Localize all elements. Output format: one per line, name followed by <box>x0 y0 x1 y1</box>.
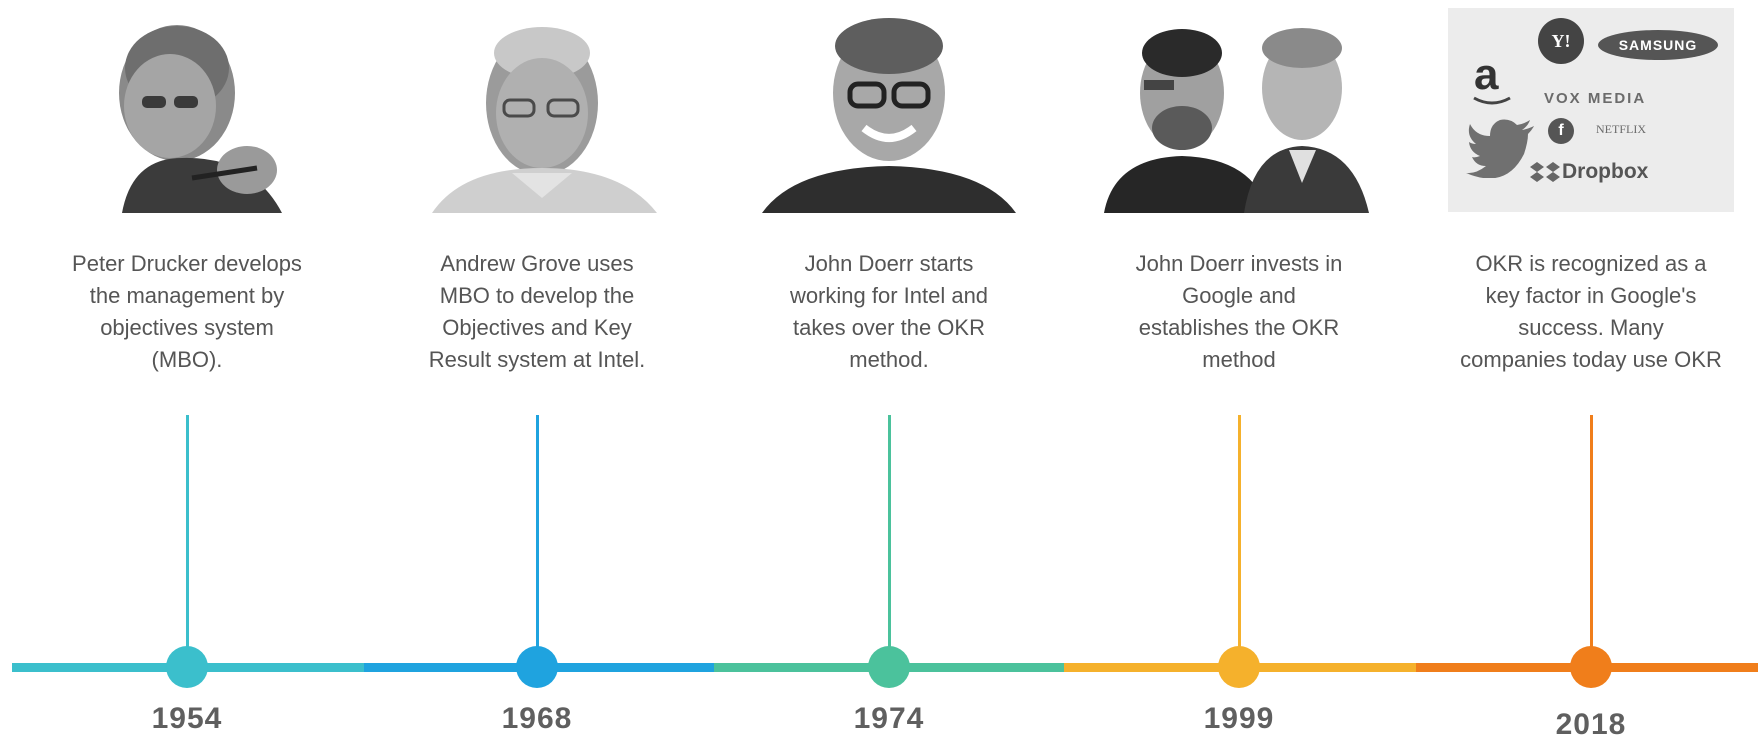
event-1954: Peter Drucker develops the management by… <box>37 0 337 738</box>
event-1974: John Doerr starts working for Intel and … <box>739 0 1039 738</box>
timeline-stem <box>535 415 539 665</box>
timeline-stem <box>887 415 891 665</box>
description-line: MBO to develop the <box>439 283 635 308</box>
event-1968: Andrew Grove uses MBO to develop the Obj… <box>387 0 687 738</box>
description-line: companies today use OKR <box>1460 347 1722 372</box>
description-line: John Doerr starts <box>804 251 974 276</box>
event-2018: a Y! SAMSUNG VOX MEDIA f NETFLIX Dropbox… <box>1441 0 1741 741</box>
event-description: John Doerr invests in Google and establi… <box>1089 248 1389 376</box>
description-line: Google and <box>1182 283 1296 308</box>
description-line: takes over the OKR <box>793 315 985 340</box>
event-description: Andrew Grove uses MBO to develop the Obj… <box>387 248 687 376</box>
description-line: Objectives and Key <box>442 315 632 340</box>
description-line: method <box>1202 347 1276 372</box>
amazon-smile-icon <box>1473 96 1511 105</box>
event-year: 2018 <box>1555 708 1627 741</box>
event-1999: John Doerr invests in Google and establi… <box>1089 0 1389 738</box>
description-line: Andrew Grove uses <box>440 251 634 276</box>
peter-drucker-photo <box>52 8 322 213</box>
company-logos-collage: a Y! SAMSUNG VOX MEDIA f NETFLIX Dropbox <box>1448 8 1734 212</box>
yahoo-logo: Y! <box>1538 18 1584 64</box>
description-line: establishes the OKR <box>1138 315 1340 340</box>
event-description: John Doerr starts working for Intel and … <box>739 248 1039 376</box>
dropbox-icon <box>1530 162 1560 182</box>
description-line: John Doerr invests in <box>1135 251 1343 276</box>
description-line: (MBO). <box>151 347 223 372</box>
description-line: key factor in Google's <box>1485 283 1697 308</box>
description-line: Peter Drucker develops <box>72 251 302 276</box>
description-line: success. Many <box>1518 315 1664 340</box>
event-description: OKR is recognized as a key factor in Goo… <box>1441 248 1741 376</box>
description-line: working for Intel and <box>789 283 989 308</box>
timeline-dot <box>1218 646 1260 688</box>
amazon-logo: a <box>1474 50 1499 99</box>
timeline-dot <box>868 646 910 688</box>
facebook-logo: f <box>1548 118 1574 144</box>
description-line: Result system at Intel. <box>428 347 646 372</box>
description-line: OKR is recognized as a <box>1475 251 1707 276</box>
dropbox-logo: Dropbox <box>1562 160 1649 183</box>
netflix-logo: NETFLIX <box>1596 122 1646 136</box>
description-line: the management by <box>89 283 285 308</box>
timeline-stem <box>185 415 189 665</box>
description-line: objectives system <box>100 315 274 340</box>
vox-media-logo: VOX MEDIA <box>1544 90 1647 107</box>
event-year: 1999 <box>1203 702 1275 735</box>
andrew-grove-photo <box>402 8 672 213</box>
samsung-logo: SAMSUNG <box>1598 30 1718 60</box>
timeline-dot <box>516 646 558 688</box>
john-doerr-photo <box>754 8 1024 213</box>
event-year: 1974 <box>853 702 925 735</box>
event-year: 1968 <box>501 702 573 735</box>
description-line: method. <box>849 347 929 372</box>
twitter-bird-icon <box>1466 119 1534 178</box>
timeline-dot <box>166 646 208 688</box>
event-description: Peter Drucker develops the management by… <box>37 248 337 376</box>
timeline-stem <box>1237 415 1241 665</box>
timeline-stem <box>1589 415 1593 665</box>
google-founders-photo <box>1104 8 1374 213</box>
timeline-dot <box>1570 646 1612 688</box>
event-year: 1954 <box>151 702 223 735</box>
